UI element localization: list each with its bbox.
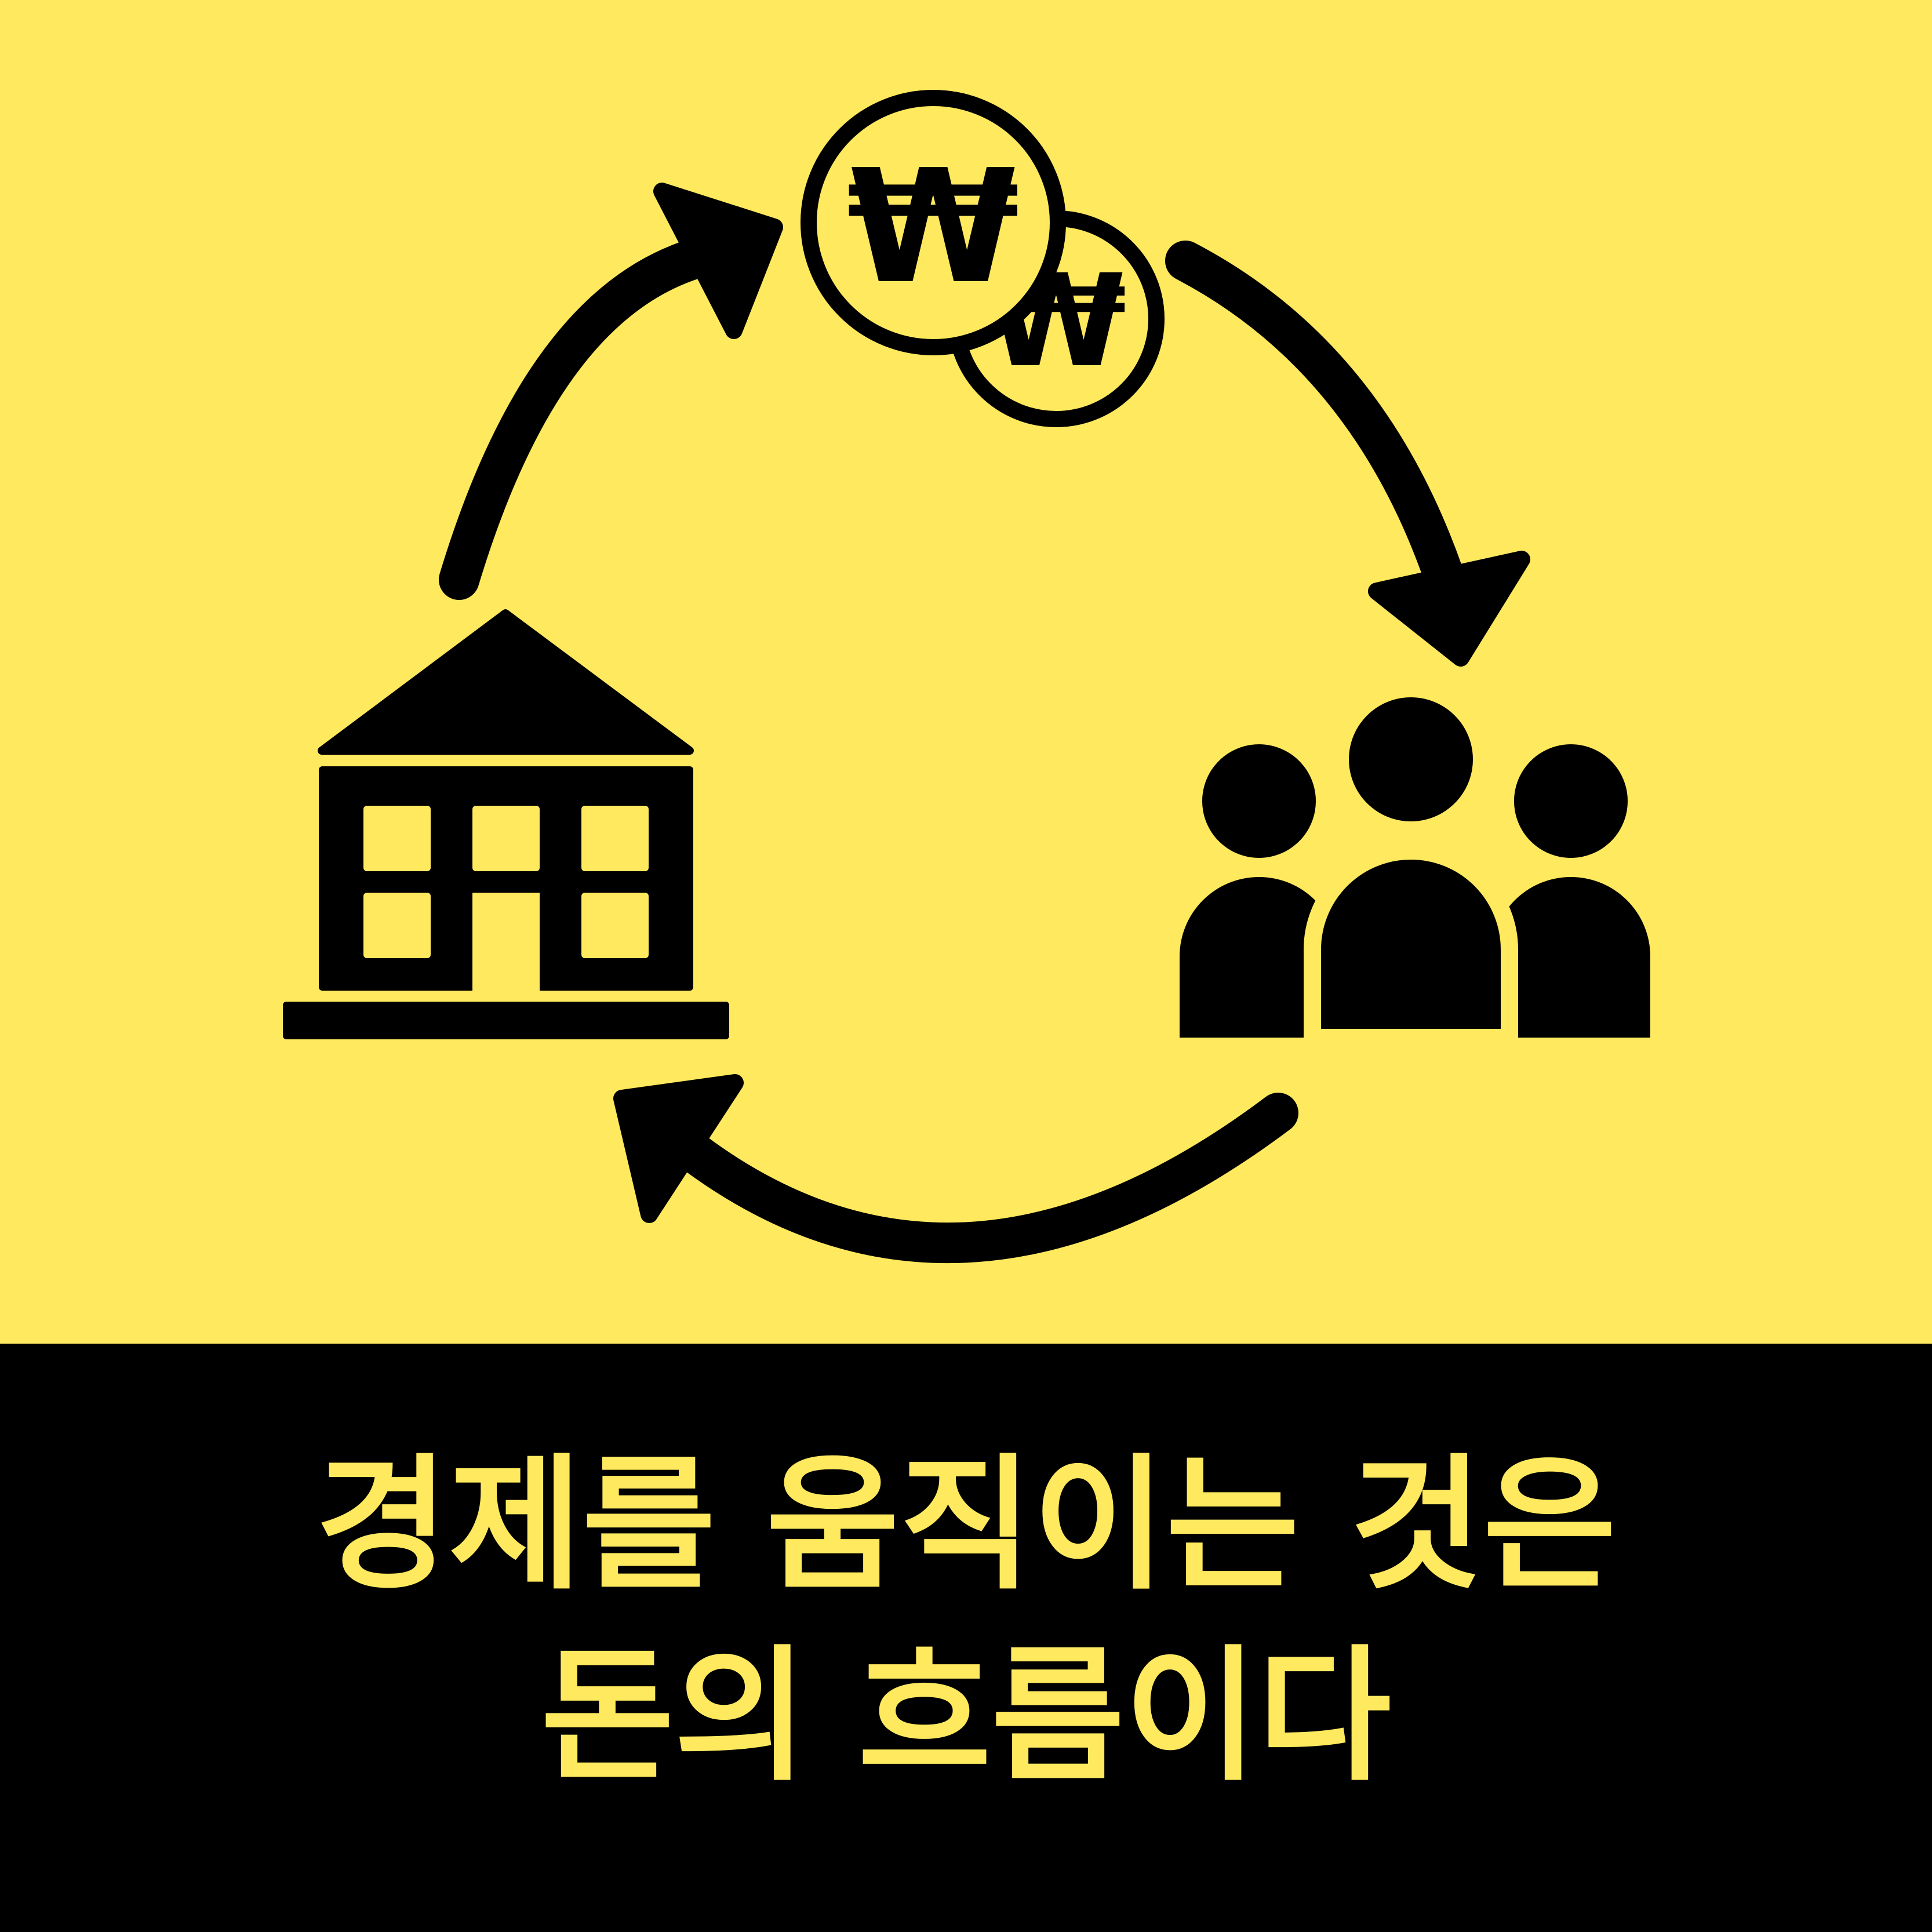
caption-line-2: 돈의 흐름이다	[540, 1631, 1392, 1800]
cycle-diagram-panel: ₩ ₩	[0, 0, 1932, 1344]
caption: 경제를 움직이는 것은 돈의 흐름이다	[315, 1429, 1616, 1812]
arrow-company-to-money-icon	[439, 183, 783, 600]
won-coins-icon: ₩ ₩	[801, 90, 1165, 427]
building-icon	[283, 609, 729, 1039]
arrow-money-to-people-icon	[1165, 241, 1530, 667]
won-symbol-front: ₩	[847, 136, 1020, 318]
arrow-people-to-company-icon	[613, 1074, 1298, 1264]
people-group-icon	[1154, 697, 1675, 1073]
caption-panel: 경제를 움직이는 것은 돈의 흐름이다	[0, 1344, 1932, 1932]
cycle-diagram: ₩ ₩	[0, 0, 1932, 1344]
caption-line-1: 경제를 움직이는 것은	[315, 1440, 1617, 1609]
